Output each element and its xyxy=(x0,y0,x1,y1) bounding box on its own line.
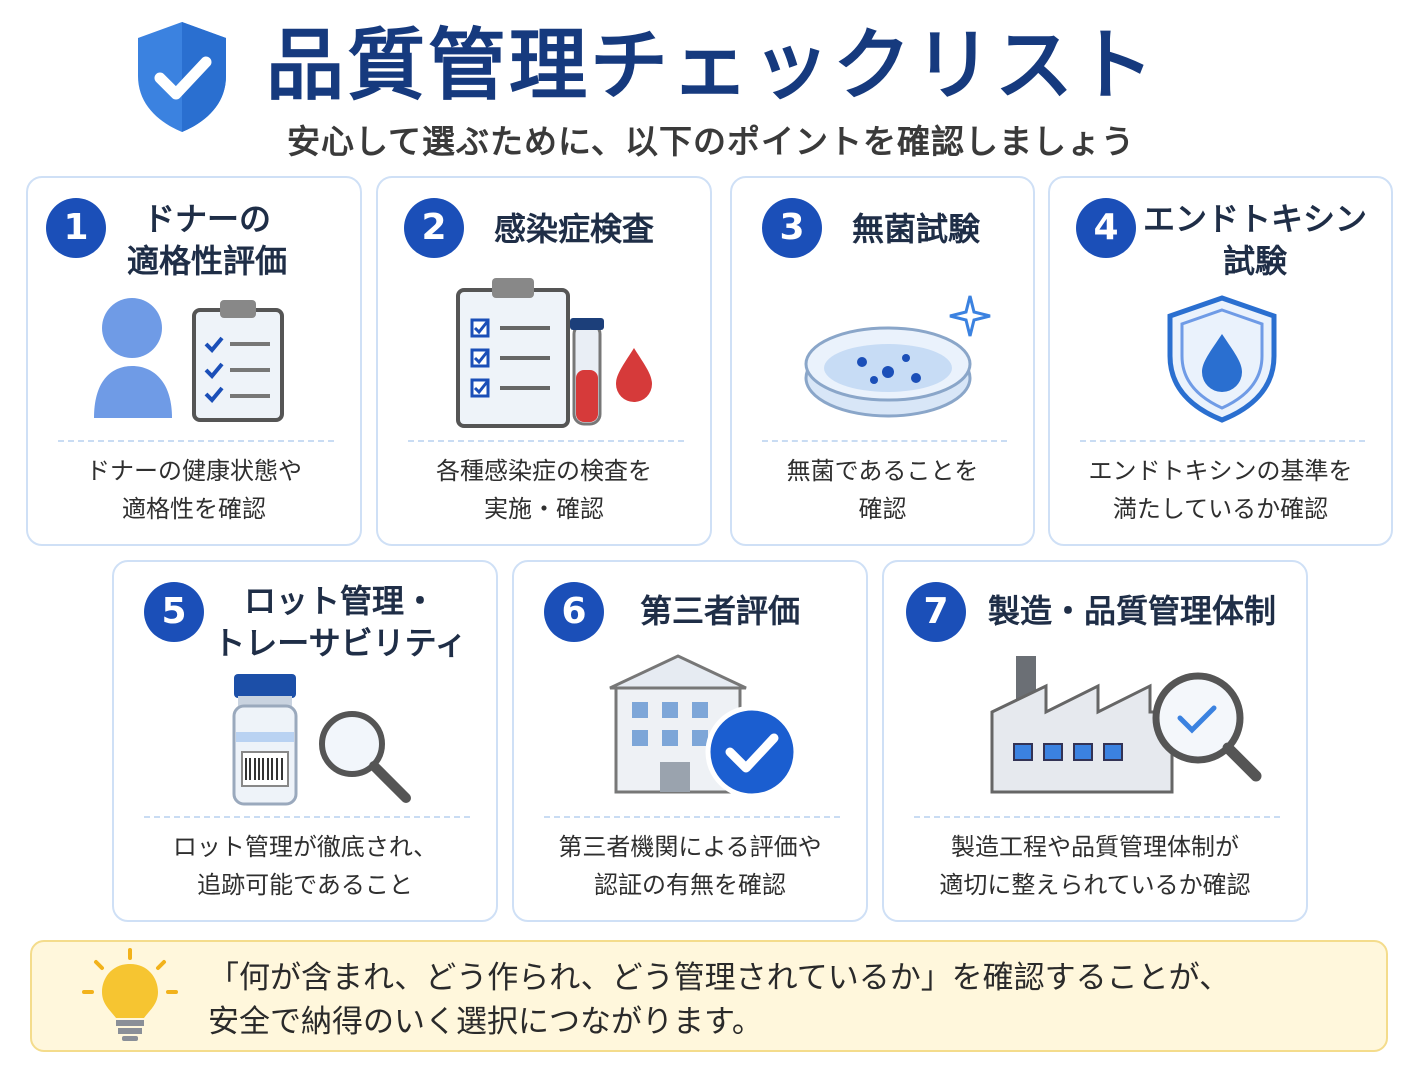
card-title: ロット管理・トレーサビリティ xyxy=(213,582,467,662)
building-check-icon xyxy=(609,654,799,799)
card-third-party-evaluation: 6 第三者評価 第三者機関による評価や認証の有無を確認 xyxy=(512,560,868,922)
card-donor-eligibility: 1 ドナーの適格性評価 ドナーの健康状態や適格性を確認 xyxy=(26,176,362,546)
card-title: ドナーの適格性評価 xyxy=(126,200,287,280)
card-description: 第三者機関による評価や認証の有無を確認 xyxy=(558,833,822,899)
card-title: 製造・品質管理体制 xyxy=(987,592,1276,630)
card-infection-testing: 2 感染症検査 各種感染症の検査を実施・確認 xyxy=(376,176,712,546)
card-number: 4 xyxy=(1076,198,1136,258)
shield-check-icon xyxy=(138,22,226,132)
card-lot-traceability: 5 ロット管理・トレーサビリティ ロット管理が徹底され、追跡可能であること xyxy=(112,560,498,922)
lightbulb-icon xyxy=(82,948,178,1041)
card-description: ドナーの健康状態や適格性を確認 xyxy=(86,457,302,523)
card-divider xyxy=(762,440,1007,442)
card-title: 第三者評価 xyxy=(639,592,800,630)
card-divider xyxy=(1080,440,1365,442)
card-number: 1 xyxy=(46,198,106,258)
card-sterility-test: 3 無菌試験 無菌であることを確認 xyxy=(730,176,1035,546)
petri-dish-icon xyxy=(804,295,991,418)
footer-text: 「何が含まれ、どう作られ、どう管理されているか」を確認することが、 安全で納得の… xyxy=(208,960,1231,1040)
page-subtitle: 安心して選ぶために、以下のポイントを確認しましょう xyxy=(286,122,1136,161)
card-title: 無菌試験 xyxy=(851,210,980,248)
card-description: 製造工程や品質管理体制が適切に整えられているか確認 xyxy=(939,833,1251,899)
card-divider xyxy=(544,816,840,818)
card-description: 各種感染症の検査を実施・確認 xyxy=(436,457,652,523)
card-divider xyxy=(144,816,470,818)
card-number: 3 xyxy=(762,198,822,258)
card-number: 5 xyxy=(144,582,204,642)
card-title: エンドトキシン試験 xyxy=(1142,200,1367,280)
card-description: エンドトキシンの基準を満たしているか確認 xyxy=(1088,457,1353,523)
card-divider xyxy=(408,440,684,442)
clipboard-test-tube-icon xyxy=(456,278,652,428)
card-manufacturing-quality-system: 7 製造・品質管理体制 製造工程や品質管理体制が適切に整えられているか確認 xyxy=(882,560,1308,922)
card-number: 7 xyxy=(906,582,966,642)
card-endotoxin-test: 4 エンドトキシン試験 エンドトキシンの基準を満たしているか確認 xyxy=(1048,176,1393,546)
donor-clipboard-icon xyxy=(94,298,284,422)
vial-magnifier-icon xyxy=(232,674,411,806)
page-title: 品質管理チェックリスト xyxy=(266,21,1158,111)
factory-magnifier-icon xyxy=(990,656,1262,794)
shield-drop-icon xyxy=(1167,295,1277,423)
footer-note: 「何が含まれ、どう作られ、どう管理されているか」を確認することが、 安全で納得の… xyxy=(30,940,1388,1052)
card-description: ロット管理が徹底され、追跡可能であること xyxy=(172,833,438,899)
card-description: 無菌であることを確認 xyxy=(786,457,979,523)
header: 品質管理チェックリスト 安心して選ぶために、以下のポイントを確認しましょう xyxy=(0,0,1422,170)
card-divider xyxy=(914,816,1280,818)
card-divider xyxy=(58,440,334,442)
card-title: 感染症検査 xyxy=(493,210,654,248)
card-number: 2 xyxy=(404,198,464,258)
card-number: 6 xyxy=(544,582,604,642)
